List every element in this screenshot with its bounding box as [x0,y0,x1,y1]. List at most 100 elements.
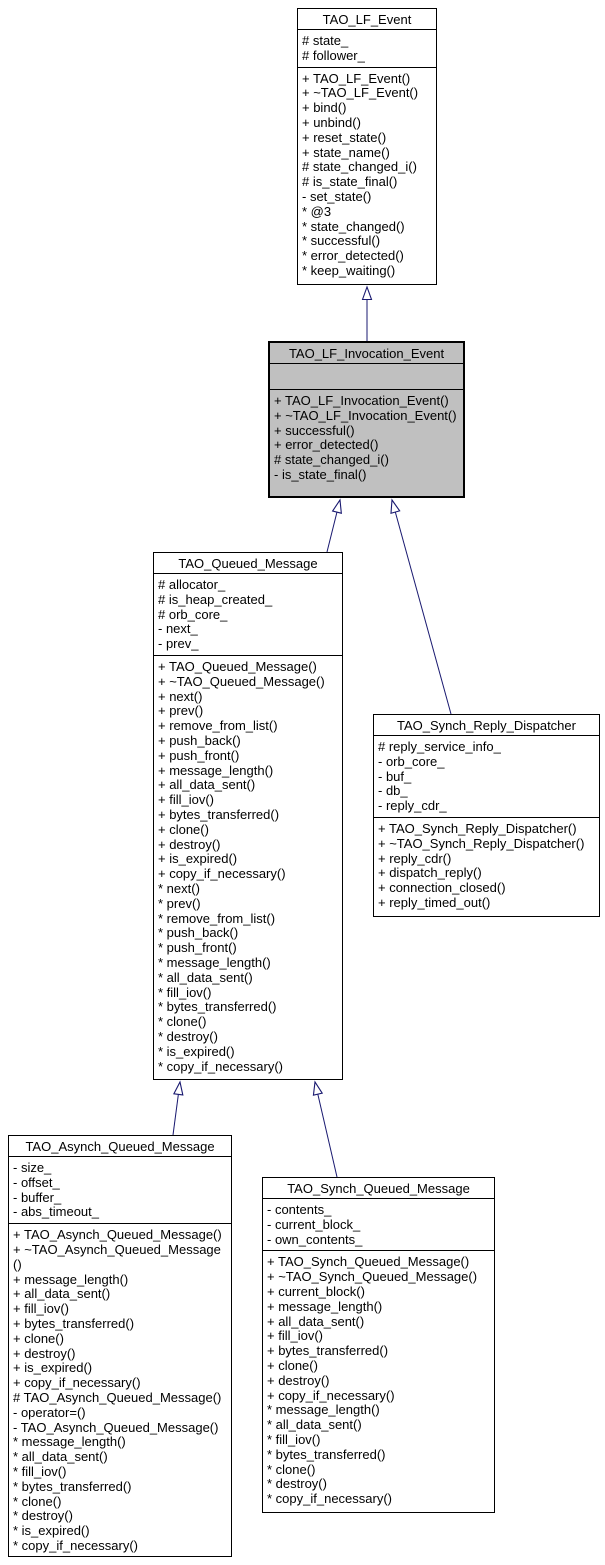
member-line: + prev() [158,703,204,719]
member-line: * destroy() [13,1508,73,1524]
member-line: # state_changed_i() [274,452,389,468]
inheritance-edge-synch-to-queued [312,1080,338,1178]
member-line: + all_data_sent() [267,1313,365,1329]
member-line: # state_changed_i() [302,159,417,175]
member-line: + destroy() [13,1345,76,1361]
member-line: # state_ [302,33,349,48]
member-line: + push_back() [158,732,241,748]
member-line: * bytes_transferred() [158,999,277,1015]
attributes-compartment: - contents_- current_block_- own_content… [263,1199,494,1252]
member-line: + copy_if_necessary() [267,1387,395,1403]
member-line: * copy_if_necessary() [267,1491,392,1507]
member-line: + TAO_Synch_Reply_Dispatcher() [378,820,577,836]
member-line: + is_expired() [13,1360,93,1376]
member-line: * keep_waiting() [302,262,396,278]
member-line: # orb_core_ [158,606,228,622]
member-line: * destroy() [267,1476,327,1492]
member-line: + state_name() [302,144,390,160]
member-line: + TAO_LF_Invocation_Event() [274,393,449,408]
member-line: * push_back() [158,925,239,941]
member-line: + TAO_Synch_Queued_Message() [267,1254,470,1270]
member-line: + bytes_transferred() [158,806,280,822]
member-line: * message_length() [158,954,271,970]
member-line: * clone() [13,1493,62,1509]
attributes-compartment [270,364,463,390]
member-line: + is_expired() [158,851,238,867]
inheritance-edge-dispatcher-to-invocation [390,498,452,715]
member-line: * clone() [267,1461,316,1477]
member-line: + dispatch_reply() [378,865,482,881]
class-node-tao-lf-invocation-event[interactable]: TAO_LF_Invocation_Event + TAO_LF_Invocat… [268,341,465,498]
member-line: + connection_closed() [378,880,506,896]
class-node-tao-queued-message[interactable]: TAO_Queued_Message # allocator_# is_heap… [153,552,343,1080]
member-line: - prev_ [158,636,199,652]
member-line: + ~TAO_LF_Invocation_Event() [274,407,457,423]
member-line: + clone() [158,821,209,837]
member-line: - offset_ [13,1174,60,1190]
attributes-compartment: # allocator_# is_heap_created_# orb_core… [154,574,342,656]
member-line: + clone() [267,1357,318,1373]
member-line: # is_state_final() [302,174,398,190]
member-line: # follower_ [302,47,365,63]
attributes-compartment: - size_- offset_- buffer_- abs_timeout_ [9,1157,231,1225]
member-line: + bytes_transferred() [13,1315,135,1331]
member-line: + all_data_sent() [158,777,256,793]
member-line: * fill_iov() [158,984,212,1000]
inheritance-edge-asynch-to-queued [172,1080,184,1136]
member-line: # reply_service_info_ [378,739,501,754]
class-node-tao-synch-queued-message[interactable]: TAO_Synch_Queued_Message - contents_- cu… [262,1177,495,1513]
class-title: TAO_Synch_Queued_Message [263,1178,494,1199]
member-line: - buf_ [378,768,412,784]
member-line: - own_contents_ [267,1231,363,1247]
member-line: * message_length() [267,1402,380,1418]
member-line: + fill_iov() [267,1328,323,1344]
member-line: - current_block_ [267,1216,361,1232]
member-line: + unbind() [302,114,361,130]
member-line: - contents_ [267,1202,332,1217]
member-line: + reset_state() [302,129,387,145]
inheritance-edge-queued-to-invocation [326,498,342,553]
member-line: + destroy() [158,836,221,852]
member-line: * bytes_transferred() [267,1446,386,1462]
member-line: + remove_from_list() [158,718,278,734]
member-line: + clone() [13,1330,64,1346]
member-line: - reply_cdr_ [378,798,447,814]
class-node-tao-lf-event[interactable]: TAO_LF_Event # state_# follower_ + TAO_L… [297,8,437,285]
member-line: * fill_iov() [13,1463,67,1479]
class-node-tao-synch-reply-dispatcher[interactable]: TAO_Synch_Reply_Dispatcher # reply_servi… [373,714,600,917]
member-line: + ~TAO_Synch_Reply_Dispatcher() [378,835,585,851]
member-line: + copy_if_necessary() [13,1375,141,1391]
member-line: + ~TAO_Asynch_Queued_Message() [13,1241,221,1272]
member-line: * is_expired() [158,1043,235,1059]
member-line: * destroy() [158,1028,218,1044]
member-line: * message_length() [13,1434,126,1450]
class-title: TAO_Queued_Message [154,553,342,574]
class-title: TAO_Synch_Reply_Dispatcher [374,715,599,736]
class-title: TAO_LF_Invocation_Event [270,343,463,364]
member-line: - operator=() [13,1404,86,1420]
member-line: * error_detected() [302,248,404,264]
member-line: + message_length() [13,1271,129,1287]
member-line: + push_front() [158,747,240,763]
member-line: * all_data_sent() [267,1417,362,1433]
member-line: + reply_cdr() [378,850,452,866]
member-line: + next() [158,688,203,704]
member-line: - size_ [13,1160,52,1175]
member-line: + all_data_sent() [13,1286,111,1302]
member-line: * copy_if_necessary() [158,1058,283,1074]
member-line: * remove_from_list() [158,910,276,926]
class-node-tao-asynch-queued-message[interactable]: TAO_Asynch_Queued_Message - size_- offse… [8,1135,232,1557]
member-line: + copy_if_necessary() [158,866,286,882]
member-line: * successful() [302,233,381,249]
member-line: * state_changed() [302,218,405,234]
member-line: * prev() [158,895,201,911]
methods-compartment: + TAO_Synch_Queued_Message()+ ~TAO_Synch… [263,1251,494,1512]
member-line: * is_expired() [13,1523,90,1539]
member-line: + message_length() [267,1298,383,1314]
member-line: # is_heap_created_ [158,591,273,607]
member-line: * all_data_sent() [13,1449,108,1465]
member-line: * fill_iov() [267,1431,321,1447]
member-line: - is_state_final() [274,466,367,482]
